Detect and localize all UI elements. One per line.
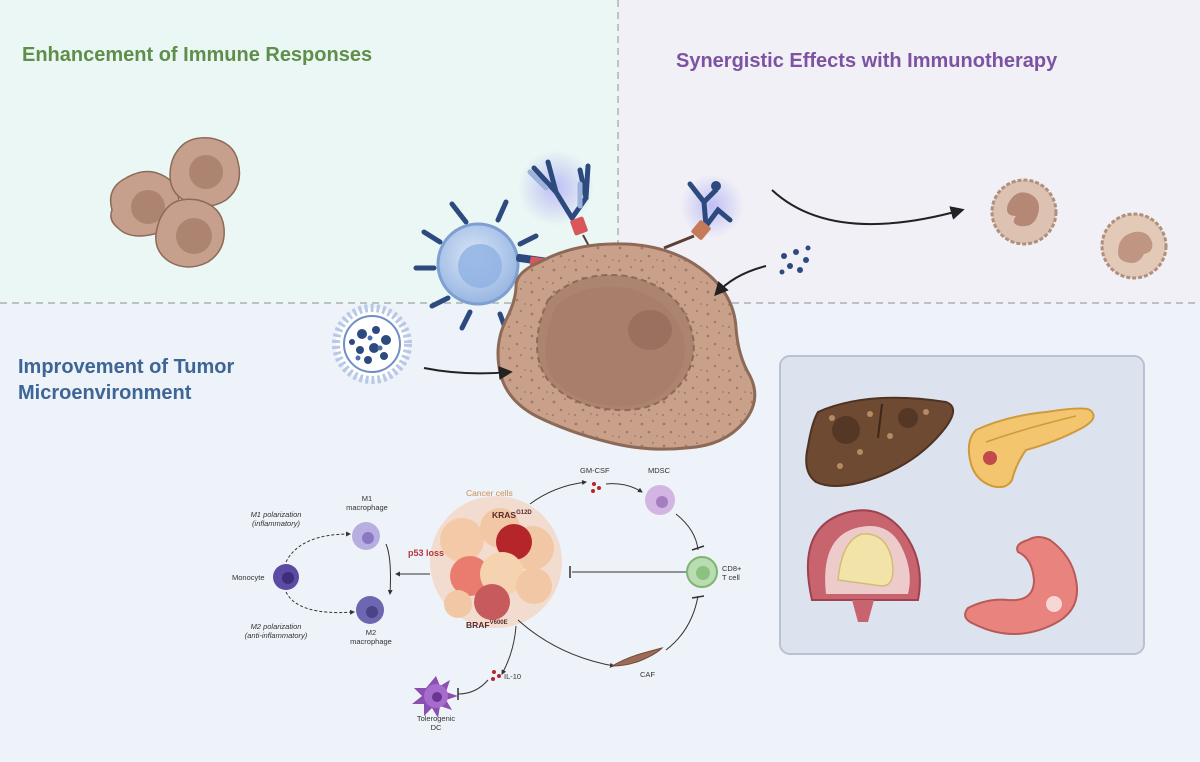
kras-label: KRASG12D (492, 510, 532, 520)
mdsc-icon (645, 485, 675, 515)
microenvironment-title-line2: Microenvironment (18, 382, 192, 404)
m2-macrophage-icon (356, 596, 384, 624)
gmcsf-dots-icon (591, 482, 601, 493)
m1-macrophage-label: M1 macrophage (344, 494, 390, 512)
m1-macrophage-icon (352, 522, 380, 550)
cytokine-dots-icon (779, 245, 811, 275)
monocyte-icon (273, 564, 299, 590)
braf-label: BRAFV600E (466, 620, 508, 630)
bladder-icon (806, 509, 921, 622)
cd8-label-line2: T cell (722, 573, 740, 582)
gmcsf-to-mdsc-arrow (605, 483, 643, 493)
m1-polarization-label: M1 polarization (inflammatory) (236, 510, 316, 528)
cd8-label-line1: CD8+ (722, 564, 742, 573)
dc-label: Tolerogenic DC (414, 714, 458, 732)
immunotherapy-title: Synergistic Effects with Immunotherapy (676, 50, 1058, 72)
cell-cluster (109, 137, 241, 268)
cd8-tcell-icon (686, 556, 718, 588)
caf-icon (610, 647, 664, 667)
cluster-cell-2 (169, 137, 241, 207)
m1-polarization-arrow (285, 531, 351, 563)
m2-label-line1: M2 (365, 628, 377, 637)
nanoparticle-icon (332, 304, 412, 384)
immunotherapy-arrow (771, 189, 965, 226)
antibody-binding-icon (663, 174, 744, 250)
cancer-cells-label: Cancer cells (466, 488, 513, 498)
m2-label-line2: macrophage (350, 637, 392, 646)
caf-inhibits-tcell (665, 595, 699, 651)
microenvironment-title: Improvement of Tumor Microenvironment (18, 354, 234, 406)
mdsc-inhibits-tcell (675, 513, 699, 551)
m2-macrophage-label: M2 macrophage (348, 628, 394, 646)
immune-responses-title: Enhancement of Immune Responses (22, 44, 373, 66)
mdsc-label: MDSC (648, 466, 671, 475)
tumor-to-gmcsf-arrow (529, 480, 587, 505)
gm-csf-label: GM-CSF (580, 466, 610, 475)
cytokine-arrow (714, 265, 767, 297)
dc-label-line1: Tolerogenic (416, 714, 456, 723)
stomach-icon (964, 536, 1078, 635)
tumor-to-il10-arrow (501, 625, 517, 675)
pancreas-icon (967, 407, 1095, 489)
m1-pol-line1: M1 polarization (250, 510, 302, 519)
il10-inhibits-dc (457, 679, 489, 695)
braf-text: BRAF (466, 620, 490, 630)
organ-panel (779, 355, 1145, 655)
tumor-mass-icon (430, 496, 562, 628)
cd8-label: CD8+ T cell (722, 564, 741, 582)
il10-label: IL-10 (504, 672, 522, 681)
braf-superscript: V600E (489, 620, 508, 627)
il10-dots-icon (491, 670, 501, 681)
kras-text: KRAS (492, 510, 517, 520)
tumor-to-caf-arrow (517, 619, 615, 668)
antibody-icon (518, 150, 594, 249)
monocyte-label: Monocyte (232, 573, 265, 582)
cluster-cell-3 (155, 198, 225, 268)
m2-pol-line2: (anti-inflammatory) (244, 631, 308, 640)
m1-label-line1: M1 (361, 494, 373, 503)
nanoparticle-arrow (423, 365, 513, 380)
m1-label-line2: macrophage (346, 503, 388, 512)
immune-cell-1-icon (990, 178, 1058, 246)
dc-label-line2: DC (430, 723, 442, 732)
tolerogenic-dc-icon (412, 676, 458, 718)
kras-superscript: G12D (516, 510, 532, 517)
p53-loss-label: p53 loss (408, 548, 445, 558)
immune-cell-2-icon (1100, 212, 1168, 280)
liver-icon (805, 396, 954, 487)
m1-to-m2-arrow (385, 543, 393, 595)
m1-pol-line2: (inflammatory) (252, 519, 300, 528)
microenvironment-title-line1: Improvement of Tumor (18, 356, 235, 378)
m2-polarization-label: M2 polarization (anti-inflammatory) (230, 622, 322, 640)
tumor-cell-icon (496, 242, 757, 451)
m2-pol-line1: M2 polarization (250, 622, 302, 631)
caf-label: CAF (640, 670, 655, 679)
